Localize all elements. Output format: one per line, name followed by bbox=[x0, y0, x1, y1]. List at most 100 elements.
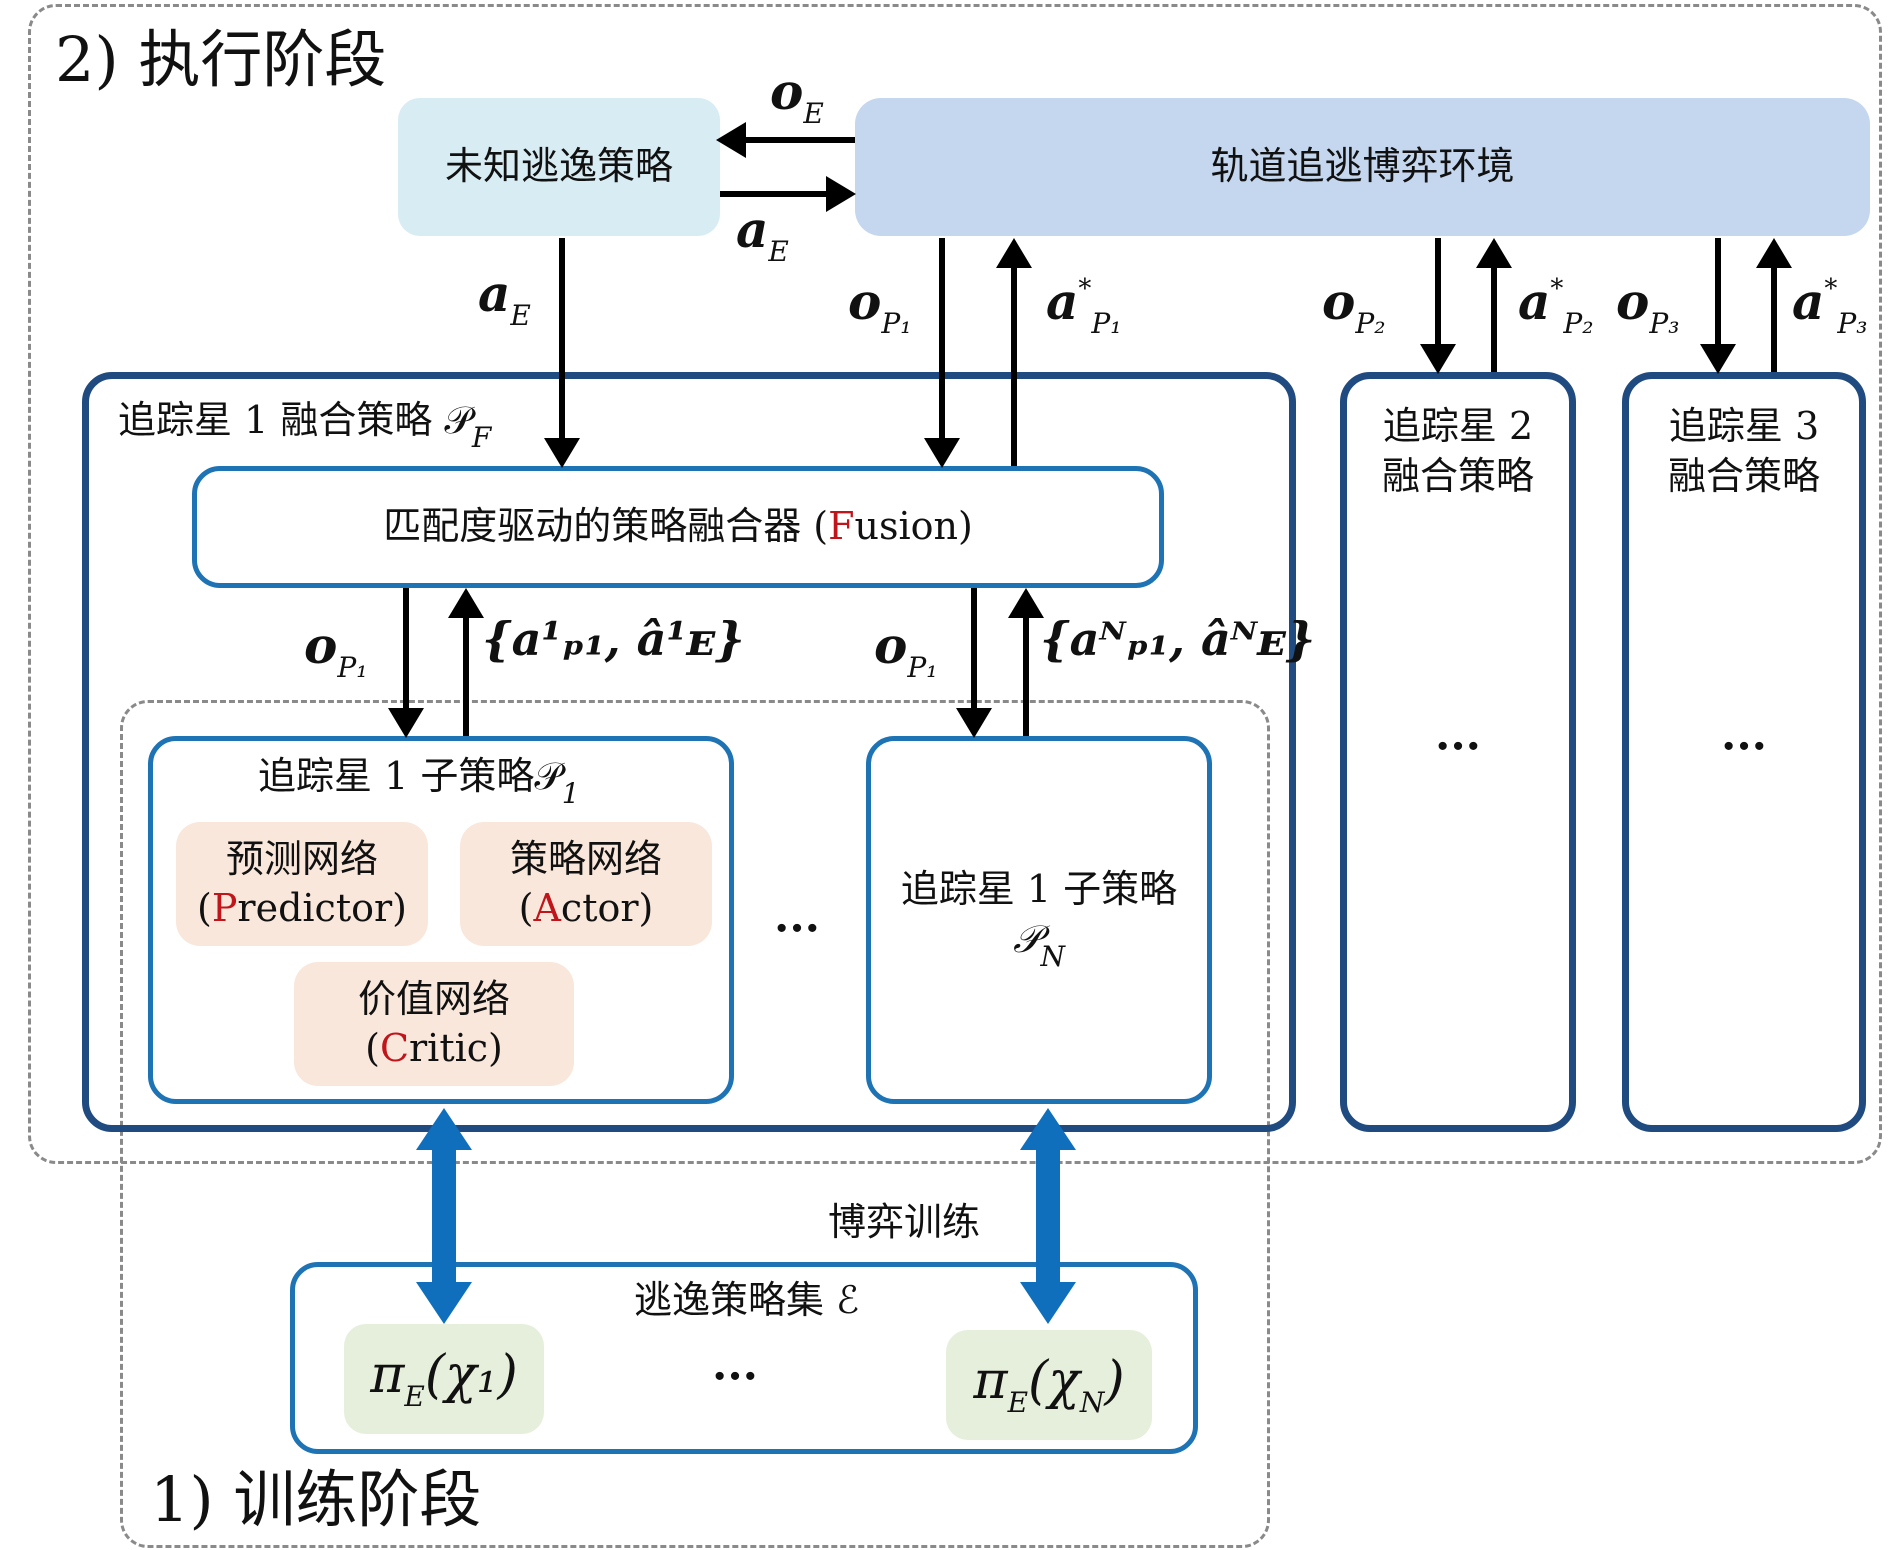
pursuer3-line2: 融合策略 bbox=[1667, 454, 1820, 498]
training-stage-label: 1) 训练阶段 bbox=[150, 1463, 482, 1536]
math-part: * bbox=[1824, 274, 1838, 304]
environment-label: 轨道追逃博弈环境 bbox=[1210, 144, 1515, 189]
piN-arg: (χ bbox=[1028, 1351, 1080, 1412]
predictor-open: ( bbox=[197, 886, 212, 930]
predictor-rest: redictor) bbox=[237, 886, 407, 930]
math-part: P₁ bbox=[907, 651, 938, 684]
math-part: a bbox=[1518, 272, 1551, 331]
pi1-sub: E bbox=[404, 1380, 425, 1414]
math-part: E bbox=[803, 97, 824, 130]
critic-rest: ritic) bbox=[409, 1026, 503, 1070]
training-arrow-N bbox=[1020, 1108, 1076, 1324]
subN-title: 追踪星 1 子策略 bbox=[900, 867, 1178, 912]
actor-rest: ctor) bbox=[560, 886, 654, 930]
math-part: o bbox=[874, 616, 908, 675]
evasion-set-title: 逃逸策略集 ℰ bbox=[634, 1278, 860, 1322]
fusion-label: 匹配度驱动的策略融合器 (Fusion) bbox=[383, 502, 973, 551]
piN-arg-sub: N bbox=[1079, 1386, 1105, 1420]
pi1-main: π bbox=[370, 1345, 405, 1406]
label-aP2-star: a*P₂ bbox=[1518, 272, 1593, 340]
fusion-box: 匹配度驱动的策略融合器 (Fusion) bbox=[192, 466, 1164, 588]
subN-math-sub: N bbox=[1040, 939, 1065, 973]
training-arrow-1 bbox=[416, 1108, 472, 1324]
math-part: P₁ bbox=[881, 307, 912, 340]
predictor-en: (Predictor) bbox=[197, 884, 407, 933]
environment-box: 轨道追逃博弈环境 bbox=[855, 98, 1870, 236]
actor-open: ( bbox=[518, 886, 534, 930]
sub1-title-text: 追踪星 1 子策略𝒫 bbox=[258, 754, 562, 798]
execution-stage-region bbox=[28, 4, 1882, 1164]
critic-en: (Critic) bbox=[365, 1024, 503, 1073]
subN-math-main: 𝒫 bbox=[1013, 916, 1041, 961]
math-part: o bbox=[1616, 272, 1650, 331]
pursuer1-title-sub: F bbox=[471, 421, 492, 454]
label-oE: oE bbox=[770, 62, 824, 130]
sub1-title-sub: 1 bbox=[561, 777, 580, 810]
label-aP3-star: a*P₃ bbox=[1792, 272, 1867, 340]
predictor-cn: 预测网络 bbox=[225, 836, 378, 881]
unknown-evasion-box: 未知逃逸策略 bbox=[398, 98, 720, 236]
label-oP2: oP₂ bbox=[1322, 272, 1385, 340]
label-oP1-right: oP₁ bbox=[874, 616, 937, 684]
subN-math: 𝒫N bbox=[1013, 915, 1065, 975]
sub-policy-N-box: 追踪星 1 子策略 𝒫N bbox=[866, 736, 1212, 1104]
predictor-accent: P bbox=[211, 886, 238, 930]
pi-chi-1-box: πE(χ₁) bbox=[344, 1324, 544, 1434]
label-set-N: {aᴺₚ₁, âᴺᴇ} bbox=[1040, 612, 1316, 666]
pi-chi-N: πE(χN) bbox=[973, 1348, 1124, 1421]
actor-network: 策略网络 (Actor) bbox=[460, 822, 712, 946]
math-part: P₂ bbox=[1563, 307, 1594, 340]
fusion-accent: F bbox=[828, 504, 855, 549]
game-training-label: 博弈训练 bbox=[828, 1200, 981, 1244]
math-part: P₁ bbox=[1091, 307, 1122, 340]
label-aE-down: aE bbox=[478, 264, 531, 332]
math-part: P₁ bbox=[337, 651, 368, 684]
pi-chi-1: πE(χ₁) bbox=[370, 1342, 518, 1415]
label-set-1: {a¹ₚ₁, â¹ᴇ} bbox=[482, 612, 745, 666]
label-oP1: oP₁ bbox=[848, 272, 911, 340]
fusion-label-text: 匹配度驱动的策略融合器 ( bbox=[383, 504, 829, 549]
math-part: o bbox=[304, 616, 338, 675]
execution-stage-label: 2) 执行阶段 bbox=[55, 23, 387, 96]
math-part: E bbox=[768, 235, 789, 268]
actor-cn: 策略网络 bbox=[509, 836, 662, 881]
actor-accent: A bbox=[533, 886, 561, 930]
pi-ellipsis: ··· bbox=[712, 1351, 758, 1402]
pursuer1-fusion-title: 追踪星 1 融合策略 𝒫F bbox=[118, 396, 491, 456]
math-part: P₂ bbox=[1355, 307, 1386, 340]
label-oP1-left: oP₁ bbox=[304, 616, 367, 684]
critic-network: 价值网络 (Critic) bbox=[294, 962, 574, 1086]
label-oP3: oP₃ bbox=[1616, 272, 1679, 340]
critic-accent: C bbox=[379, 1026, 410, 1070]
math-part: o bbox=[1322, 272, 1356, 331]
math-part: o bbox=[848, 272, 882, 331]
pursuer2-ellipsis: ··· bbox=[1435, 721, 1481, 772]
pi1-arg: (χ₁) bbox=[424, 1345, 518, 1406]
pursuer3-fusion-box bbox=[1622, 372, 1866, 1132]
piN-close: ) bbox=[1104, 1351, 1125, 1412]
math-part: a bbox=[1792, 272, 1825, 331]
critic-cn: 价值网络 bbox=[357, 976, 510, 1021]
pursuer3-ellipsis: ··· bbox=[1721, 721, 1767, 772]
unknown-evasion-label: 未知逃逸策略 bbox=[444, 144, 673, 189]
pursuer2-line1: 追踪星 2 bbox=[1382, 404, 1534, 448]
math-part: * bbox=[1078, 274, 1092, 304]
sub-policy-1-title: 追踪星 1 子策略𝒫1 bbox=[258, 752, 580, 812]
pursuer2-line2: 融合策略 bbox=[1381, 454, 1534, 498]
math-part: a bbox=[478, 264, 511, 323]
math-part: P₃ bbox=[1837, 307, 1868, 340]
pursuer1-fusion-box bbox=[82, 372, 1296, 1132]
math-part: a bbox=[736, 200, 769, 259]
fusion-rest: usion) bbox=[854, 504, 973, 549]
math-part: P₃ bbox=[1649, 307, 1680, 340]
math-part: E bbox=[510, 299, 531, 332]
piN-sub: E bbox=[1007, 1386, 1029, 1420]
pursuer3-line1: 追踪星 3 bbox=[1668, 404, 1820, 448]
math-part: a bbox=[1046, 272, 1079, 331]
piN-main: π bbox=[973, 1351, 1008, 1412]
label-aE-top: aE bbox=[736, 200, 789, 268]
pursuer2-fusion-box bbox=[1340, 372, 1576, 1132]
sub-policy-ellipsis: ··· bbox=[774, 903, 820, 954]
